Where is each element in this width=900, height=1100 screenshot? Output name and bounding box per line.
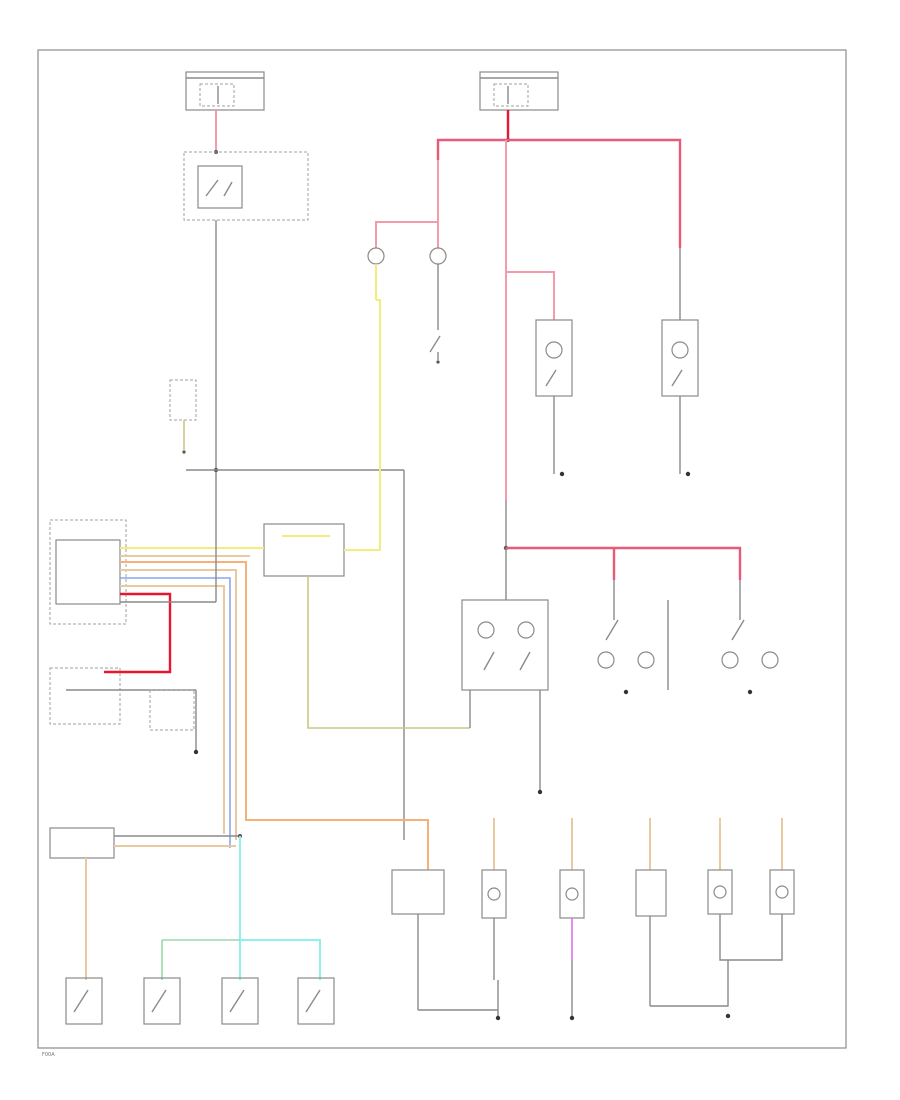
bottom-switch-4 [297,977,335,1025]
bottom-switch-1 [65,977,103,1025]
wire-red-branch [506,546,742,580]
relay-switch-upper [169,379,197,454]
fuse-box-left [185,71,265,111]
fuse-box-right [479,71,559,111]
diagram-frame [37,49,847,1049]
ground-point [685,471,691,477]
lower-connector [49,827,242,859]
bottom-lamp-c [707,869,733,915]
headlamp-switch-left [461,599,549,691]
headlamp-switch-right [721,580,779,695]
switch-module-b [661,319,699,397]
bottom-lamp-d [769,869,795,915]
indicator-lamp-1 [367,247,385,265]
wire-red-left [104,592,172,674]
instrument-connector [49,519,127,625]
panel-dimmer-switch [49,667,199,755]
bottom-lamp-a [481,869,507,919]
ground-point [569,1015,575,1021]
relay-block-center [263,523,345,577]
dimmer-switch [183,151,309,221]
bottom-switch-3 [221,977,259,1025]
ground-point [725,1013,731,1019]
headlamp-switch-mid [597,580,669,695]
ground-point [537,789,543,795]
bottom-switch-2 [143,977,181,1025]
bottom-module-center [391,869,501,1021]
switch-module-a [535,319,573,397]
bottom-lamp-b [559,869,585,919]
ground-point [559,471,565,477]
bottom-module-right [635,869,667,917]
reference-code: F00A [42,1052,55,1058]
ground-switch [429,335,441,364]
wire-red-bus [436,138,682,248]
indicator-lamp-2 [429,247,447,265]
wire-olive [307,576,470,729]
